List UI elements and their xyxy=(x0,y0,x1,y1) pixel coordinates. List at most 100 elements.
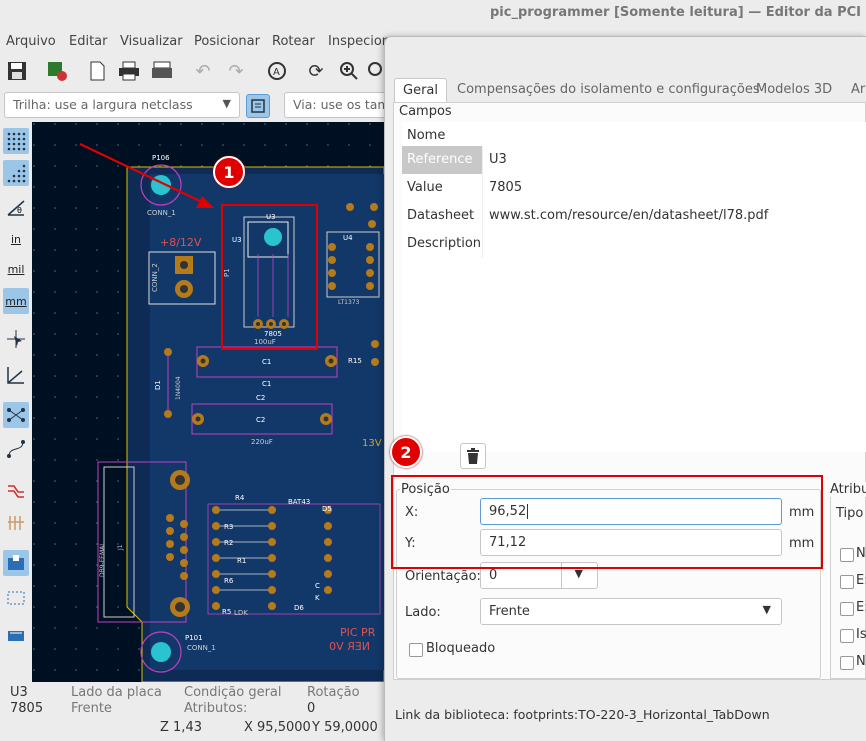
field-row-description[interactable]: Description xyxy=(402,230,866,259)
attr-checkbox-3[interactable] xyxy=(840,602,854,616)
zoom-out-icon[interactable] xyxy=(366,60,388,82)
fields-header-row: Nome xyxy=(402,122,866,151)
angle-snap-icon[interactable] xyxy=(3,362,29,388)
field-name-value: Value xyxy=(407,180,443,195)
tab-clearance-label: Compensações do isolamento e configuraçõ… xyxy=(457,82,760,97)
board-setup-icon[interactable] xyxy=(46,60,68,82)
field-value-datasheet[interactable]: www.st.com/resource/en/datasheet/l78.pdf xyxy=(482,202,774,230)
undo-icon[interactable]: ↶ xyxy=(195,60,211,82)
attr-checkbox-1[interactable] xyxy=(840,548,854,562)
menu-visualizar[interactable]: Visualizar xyxy=(120,34,183,49)
attr-label-3: E: xyxy=(856,600,866,615)
orientation-value: 0 xyxy=(489,568,498,583)
units-mm-button[interactable]: mm xyxy=(3,288,29,314)
field-value-value[interactable]: 7805 xyxy=(482,174,528,202)
label-ner-v: NER V0 xyxy=(329,640,370,653)
zone-outline-icon[interactable] xyxy=(3,584,29,610)
menu-rotear[interactable]: Rotear xyxy=(272,34,315,49)
save-icon[interactable] xyxy=(6,60,28,82)
menu-arquivo[interactable]: Arquivo xyxy=(6,34,56,49)
label-u3: U3 xyxy=(266,213,276,221)
label-lt1373: LT1373 xyxy=(338,299,360,306)
locked-checkbox[interactable] xyxy=(409,643,423,657)
label-r2: R2 xyxy=(224,539,233,547)
position-group-title: Posição xyxy=(400,482,451,497)
units-mil-button[interactable]: mil xyxy=(3,256,29,282)
grid-dots-icon[interactable] xyxy=(3,128,29,154)
label-r5: R5 xyxy=(222,608,231,616)
tab-more[interactable]: Ar xyxy=(843,78,866,104)
field-row-reference[interactable]: Reference U3 xyxy=(402,146,866,175)
delete-field-button[interactable] xyxy=(460,443,486,469)
y-input-value: 71,12 xyxy=(489,535,527,550)
attr-checkbox-2[interactable] xyxy=(840,575,854,589)
tab-geral[interactable]: Geral xyxy=(394,78,447,104)
layers-manager-icon[interactable] xyxy=(3,622,29,648)
cursor-crosshair-icon[interactable] xyxy=(3,326,29,352)
label-c1-below: C1 xyxy=(262,380,271,388)
menu-posicionar[interactable]: Posicionar xyxy=(194,34,260,49)
title-bar: pic_programmer [Somente leitura] — Edito… xyxy=(0,0,866,28)
y-input[interactable]: 71,12 xyxy=(480,529,782,556)
netclass-toggle-button[interactable] xyxy=(246,94,270,118)
pcb-canvas[interactable]: P106 CONN_1 +8/12V CONN_2 P1 U3 U3 7805 … xyxy=(32,122,384,682)
side-combo[interactable]: Frente ▼ xyxy=(480,598,782,625)
ratsnest-icon[interactable] xyxy=(3,402,29,428)
field-row-datasheet[interactable]: Datasheet www.st.com/resource/en/datashe… xyxy=(402,202,866,231)
net-highlight-icon[interactable] xyxy=(3,476,29,502)
refresh-icon[interactable]: ⟳ xyxy=(308,60,324,82)
via-size-text: Via: use os tam xyxy=(293,97,390,112)
attr-checkbox-4[interactable] xyxy=(840,629,854,643)
label-220uf: 220uF xyxy=(251,438,273,446)
label-conn1-bottom: CONN_1 xyxy=(187,644,216,652)
find-icon[interactable]: A xyxy=(266,60,288,82)
via-size-combo[interactable]: Via: use os tam xyxy=(284,92,394,118)
curved-ratsnest-icon[interactable] xyxy=(3,436,29,462)
tab-clearance[interactable]: Compensações do isolamento e configuraçõ… xyxy=(449,78,768,104)
zone-fill-icon[interactable] xyxy=(3,550,29,576)
units-mil-label: mil xyxy=(7,262,25,276)
attr-label-5: N xyxy=(856,654,866,669)
page-settings-icon[interactable] xyxy=(86,60,108,82)
status-rotation-label: Rotação xyxy=(307,685,360,700)
callout-2: 2 xyxy=(390,436,422,468)
fields-grid: Nome Reference U3 Value 7805 Datasheet w… xyxy=(402,122,866,452)
y-label: Y: xyxy=(405,536,416,551)
track-width-combo[interactable]: Trilha: use a largura netclass ▼ xyxy=(4,92,240,118)
status-side-label: Lado da placa xyxy=(71,685,162,700)
redo-icon[interactable]: ↷ xyxy=(228,60,244,82)
label-100uf: 100uF xyxy=(254,338,276,346)
units-inch-button[interactable]: in xyxy=(3,226,29,252)
track-width-text: Trilha: use a largura netclass xyxy=(13,97,193,112)
label-conn1-top: CONN_1 xyxy=(147,209,176,217)
svg-text:θ: θ xyxy=(17,206,22,215)
polar-coords-icon[interactable]: θ xyxy=(3,194,29,220)
status-z: Z 1,43 xyxy=(160,720,202,735)
orientation-combo[interactable]: 0 ▼ xyxy=(480,562,598,589)
menu-inspecionar[interactable]: Inspecion xyxy=(328,34,391,49)
grid-overrides-icon[interactable] xyxy=(3,160,29,186)
label-r1: R1 xyxy=(237,557,246,565)
library-link: Link da biblioteca: footprints:TO-220-3_… xyxy=(395,707,770,722)
x-input[interactable]: 96,52 xyxy=(480,498,782,525)
attr-label-4: Is xyxy=(856,627,866,642)
status-rotation-value: 0 xyxy=(307,701,316,716)
callout-2-number: 2 xyxy=(400,442,412,462)
pad-display-icon[interactable] xyxy=(3,510,29,536)
label-r15: R15 xyxy=(348,357,362,365)
status-x: X 95,5000 xyxy=(244,720,311,735)
label-r6: R6 xyxy=(224,577,234,585)
attributes-group-title: Atribu xyxy=(830,482,866,497)
label-r4: R4 xyxy=(235,494,245,502)
print-icon[interactable] xyxy=(118,60,140,82)
field-row-value[interactable]: Value 7805 xyxy=(402,174,866,203)
field-value-description[interactable] xyxy=(482,230,495,258)
callout-1-number: 1 xyxy=(223,162,235,182)
field-value-reference[interactable]: U3 xyxy=(482,146,513,174)
menu-editar[interactable]: Editar xyxy=(69,34,108,49)
orientation-label: Orientação: xyxy=(405,569,481,584)
tab-3d-models[interactable]: Modelos 3D xyxy=(748,78,840,104)
attr-checkbox-5[interactable] xyxy=(840,656,854,670)
plot-icon[interactable] xyxy=(151,60,173,82)
zoom-in-icon[interactable] xyxy=(338,60,360,82)
